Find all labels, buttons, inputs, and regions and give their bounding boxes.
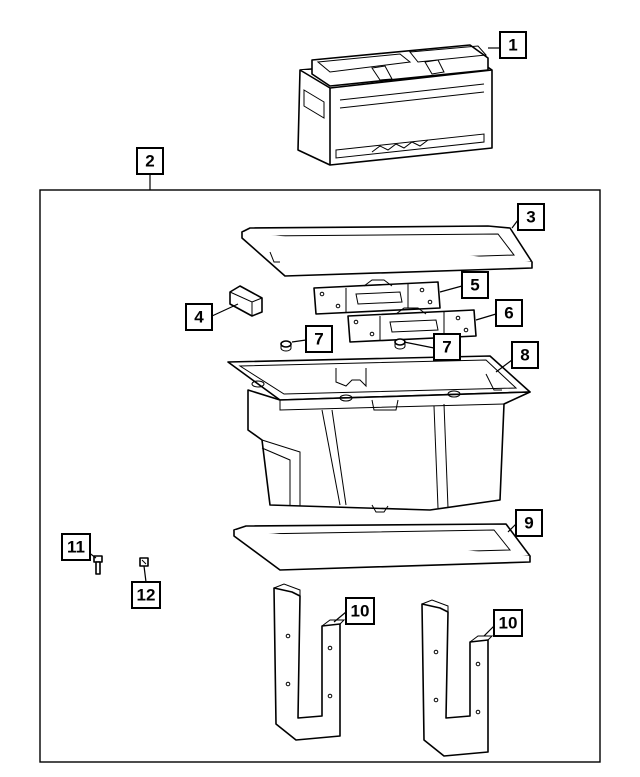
top-frame — [241, 225, 533, 277]
callout-12-label: 12 — [137, 586, 156, 605]
callout-5-label: 5 — [470, 276, 479, 295]
callout-7-left: 7 — [305, 325, 333, 353]
callout-7-right: 7 — [433, 333, 461, 361]
callout-6-label: 6 — [504, 304, 513, 323]
callout-10-left-label: 10 — [351, 602, 370, 621]
callout-11: 11 — [61, 533, 91, 561]
callout-7-right-label: 7 — [442, 338, 451, 357]
battery — [297, 44, 493, 166]
callout-12: 12 — [131, 581, 161, 609]
nut-left — [280, 340, 292, 352]
clip-nut — [139, 557, 149, 567]
callout-11-label: 11 — [67, 538, 85, 557]
foam-block — [229, 285, 263, 317]
callout-4: 4 — [185, 303, 213, 331]
nut-right — [394, 338, 406, 350]
callout-8: 8 — [511, 341, 539, 369]
callout-10-right: 10 — [493, 609, 523, 637]
callout-6: 6 — [495, 299, 523, 327]
support-bracket-left — [273, 583, 346, 741]
callout-3-label: 3 — [526, 208, 535, 227]
hold-down-bracket-upper — [313, 279, 441, 315]
callout-9-label: 9 — [524, 514, 533, 533]
support-bracket-right — [421, 599, 494, 757]
leader-lines — [87, 47, 519, 637]
battery-tray — [227, 355, 531, 513]
callout-3: 3 — [517, 203, 545, 231]
callout-1: 1 — [499, 31, 527, 59]
callout-1-label: 1 — [508, 36, 517, 55]
callout-2-label: 2 — [145, 152, 154, 171]
callout-8-label: 8 — [520, 346, 529, 365]
callout-10-left: 10 — [345, 597, 375, 625]
bolt — [93, 555, 103, 575]
callout-7-left-label: 7 — [314, 330, 323, 349]
bottom-frame — [233, 523, 531, 571]
assembly-frame — [39, 189, 601, 763]
callout-9: 9 — [515, 509, 543, 537]
callout-10-right-label: 10 — [499, 614, 518, 633]
callout-2: 2 — [136, 147, 164, 175]
callout-5: 5 — [461, 271, 489, 299]
callout-4-label: 4 — [194, 308, 204, 327]
